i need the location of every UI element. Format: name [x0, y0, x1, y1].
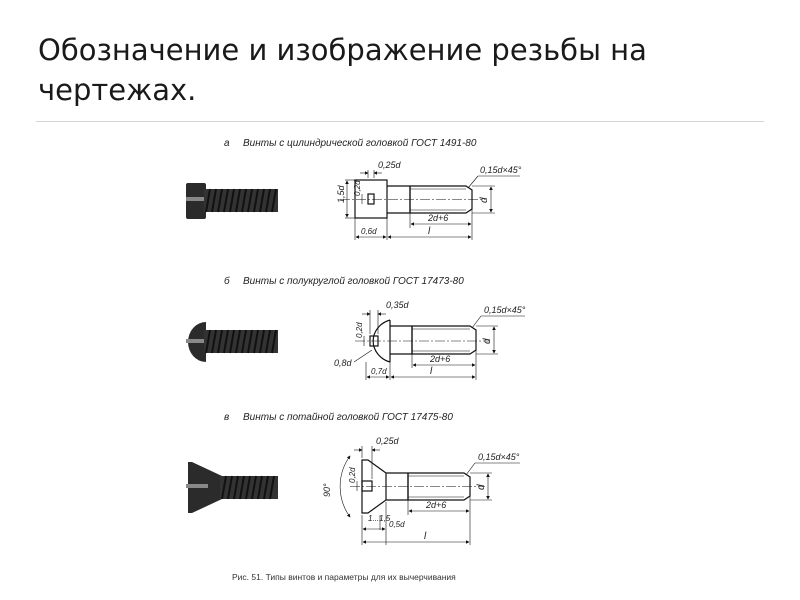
panel-b-heading: Винты с полукруглой головкой ГОСТ 17473-… [243, 276, 464, 287]
panel-b-dim-chamfer: 0,15d×45° [484, 305, 526, 315]
panel-c-dim-thread-len: 2d+6 [425, 500, 446, 510]
panel-a-dim-head-dia: 1,5d [336, 184, 346, 203]
panel-c-dim-range: 1...1,5 [368, 514, 391, 523]
panel-b-dim-thread-len: 2d+6 [429, 354, 450, 364]
panel-b-screw-photo [186, 322, 278, 362]
panel-c-heading: Винты с потайной головкой ГОСТ 17475-80 [243, 412, 453, 423]
panel-a-dim-head-height: 0,6d [361, 227, 377, 236]
panel-c: в Винты с потайной головкой ГОСТ 17475-8… [186, 412, 520, 545]
panel-c-dim-slot-depth: 0,2d [348, 467, 357, 483]
panel-a: а Винты с цилиндрической головкой ГОСТ 1… [186, 138, 522, 240]
panel-a-drawing [340, 170, 520, 240]
panel-c-dim-length: l [424, 531, 427, 542]
panel-b-dim-slot-width: 0,35d [386, 300, 410, 310]
panel-c-dim-head-height: 0,5d [389, 520, 405, 529]
panel-b-letter: б [224, 275, 230, 287]
panel-c-screw-photo [186, 462, 278, 513]
panel-b-dim-radius: 0,8d [334, 358, 353, 368]
panel-c-letter: в [224, 412, 229, 423]
panel-b-dim-head-height: 0,7d [371, 367, 387, 376]
panel-b-dim-dia: d [482, 338, 493, 344]
panel-a-dim-slot-width: 0,25d [378, 160, 402, 170]
title-divider [36, 121, 764, 122]
slide-title: Обозначение и изображение резьбы на черт… [38, 33, 647, 107]
panel-a-dim-chamfer: 0,15d×45° [480, 165, 522, 175]
panel-a-dim-slot-depth: 0,2d [353, 180, 362, 196]
panel-c-dim-dia: d [476, 484, 487, 490]
panel-a-screw-photo [186, 183, 278, 219]
panel-a-dim-dia: d [479, 197, 490, 203]
panel-b: б Винты с полукруглой головкой ГОСТ 1747… [186, 275, 526, 380]
figure-caption: Рис. 51. Типы винтов и параметры для их … [232, 572, 456, 582]
panel-a-letter: а [224, 138, 230, 149]
panel-a-heading: Винты с цилиндрической головкой ГОСТ 149… [243, 138, 477, 149]
panel-c-drawing [339, 446, 520, 545]
panel-c-dim-angle: 90° [322, 483, 332, 497]
panel-c-dim-chamfer: 0,15d×45° [478, 452, 520, 462]
panel-b-dim-slot-depth: 0,2d [355, 322, 364, 338]
panel-c-dim-slot-width: 0,25d [376, 436, 400, 446]
panel-a-dim-length: l [428, 226, 431, 237]
panel-b-drawing [353, 310, 525, 380]
panel-a-dim-thread-len: 2d+6 [427, 213, 448, 223]
panel-b-dim-length: l [430, 366, 433, 377]
